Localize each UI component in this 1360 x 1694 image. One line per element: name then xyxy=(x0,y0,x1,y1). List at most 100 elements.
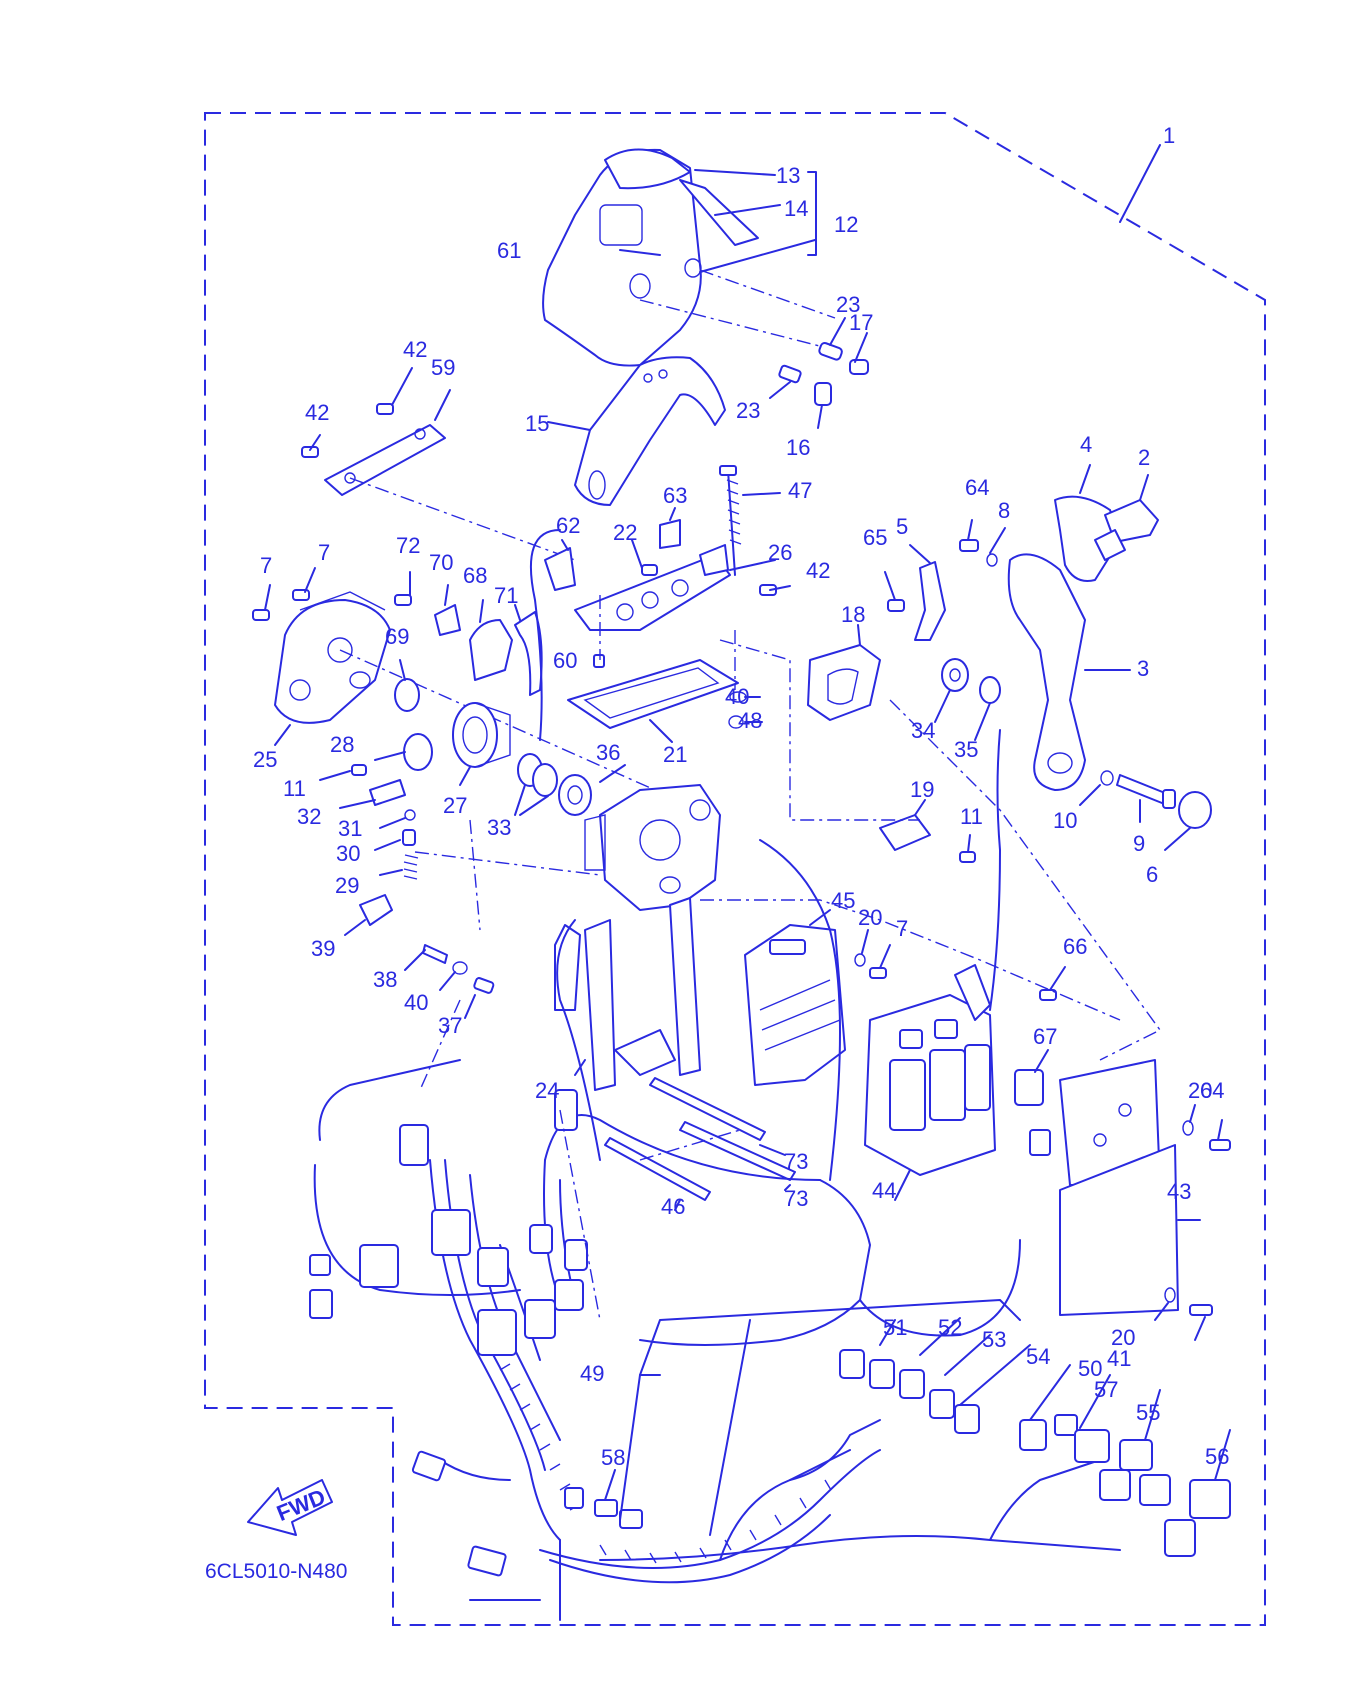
bracket-24 xyxy=(554,897,701,1091)
part-label: 69 xyxy=(385,624,409,649)
part-label: 33 xyxy=(487,815,511,840)
part-label: 59 xyxy=(431,355,455,380)
part-label: 3 xyxy=(1137,656,1149,681)
washer-35 xyxy=(979,676,1001,704)
washer-34 xyxy=(941,658,969,692)
screw-65 xyxy=(887,599,905,612)
part-label: 19 xyxy=(910,777,934,802)
cable-ties xyxy=(604,1077,796,1201)
part-label: 26 xyxy=(768,540,792,565)
screw-64 xyxy=(959,539,979,552)
part-label: 43 xyxy=(1167,1179,1191,1204)
part-label: 47 xyxy=(788,478,812,503)
part-label: 13 xyxy=(776,163,800,188)
control-lever xyxy=(1007,495,1159,791)
part-label: 5 xyxy=(896,514,908,539)
part-label: 56 xyxy=(1205,1444,1229,1469)
part-label: 51 xyxy=(883,1315,907,1340)
part-label: 60 xyxy=(553,648,577,673)
part-label: 9 xyxy=(1133,831,1145,856)
part-label: 10 xyxy=(1053,808,1077,833)
part-label: 64 xyxy=(965,475,989,500)
part-label: 70 xyxy=(429,550,453,575)
diagram-code: 6CL5010-N480 xyxy=(205,1560,347,1583)
part-label: 16 xyxy=(786,435,810,460)
gasket-21 xyxy=(567,659,739,729)
part-label: 73 xyxy=(784,1186,808,1211)
reference-lines xyxy=(419,595,1162,1321)
main-housing xyxy=(584,784,721,911)
part-label: 34 xyxy=(911,718,935,743)
washer-10 xyxy=(1100,770,1114,786)
part-label: 58 xyxy=(601,1445,625,1470)
switch-18 xyxy=(807,644,881,721)
part-label: 15 xyxy=(525,411,549,436)
bolt-47 xyxy=(719,465,742,576)
fwd-arrow-icon: FWD xyxy=(247,1479,333,1536)
part-label: 65 xyxy=(863,525,887,550)
part-5 xyxy=(914,561,946,641)
plate-43 xyxy=(1059,1059,1179,1316)
part-label: 40 xyxy=(725,684,749,709)
harness-connectors xyxy=(309,1089,1231,1577)
part-label: 30 xyxy=(336,841,360,866)
bracket-66-67 xyxy=(954,964,1057,1156)
washer-8 xyxy=(986,553,998,567)
part-label: 17 xyxy=(849,310,873,335)
screw-7 xyxy=(869,967,887,979)
part-label: 66 xyxy=(1063,934,1087,959)
part-label: 31 xyxy=(338,816,362,841)
relay-block-44 xyxy=(864,994,996,1176)
part-label: 12 xyxy=(834,212,858,237)
part-label: 37 xyxy=(438,1013,462,1038)
part-label: 20 xyxy=(858,905,882,930)
part-label: 68 xyxy=(463,563,487,588)
nut-48 xyxy=(728,715,744,729)
plate-59 xyxy=(301,403,446,496)
part-label: 11 xyxy=(283,776,306,801)
harness-tubing xyxy=(479,1323,832,1564)
part-label: 63 xyxy=(663,483,687,508)
bolt-9 xyxy=(1116,774,1176,809)
part-label: 71 xyxy=(494,583,518,608)
part-label: 42 xyxy=(305,400,329,425)
bracket-19 xyxy=(879,814,976,863)
bolt-group-top xyxy=(778,342,869,406)
part-label: 52 xyxy=(938,1315,962,1340)
control-housing xyxy=(252,589,391,724)
switch-mount xyxy=(544,519,777,631)
top-cover xyxy=(542,148,836,367)
part-callouts: 1 2 3 4 5 6 7 7 7 8 9 10 11 11 12 13 14 … xyxy=(253,123,1229,1470)
part-label: 35 xyxy=(954,737,978,762)
screw-60 xyxy=(593,654,605,668)
part-label: 32 xyxy=(297,804,321,829)
part-label: 2 xyxy=(1138,445,1150,470)
part-label: 1 xyxy=(1163,123,1175,148)
part-label: 64 xyxy=(1200,1078,1224,1103)
part-label: 49 xyxy=(580,1361,604,1386)
part-label: 25 xyxy=(253,747,277,772)
part-label: 20 xyxy=(1111,1325,1135,1350)
small-parts-left xyxy=(351,764,495,994)
washer-20 xyxy=(854,953,866,967)
part-label: 53 xyxy=(982,1327,1006,1352)
part-label: 23 xyxy=(736,398,760,423)
part-label: 22 xyxy=(613,520,637,545)
part-label: 73 xyxy=(784,1149,808,1174)
cap-6 xyxy=(1178,791,1212,829)
part-label: 24 xyxy=(535,1078,559,1103)
part-label: 44 xyxy=(872,1178,896,1203)
part-label: 21 xyxy=(663,742,687,767)
part-label: 55 xyxy=(1136,1400,1160,1425)
part-label: 18 xyxy=(841,602,865,627)
lever-bracket xyxy=(574,356,726,506)
module-45 xyxy=(744,924,846,1086)
part-label: 46 xyxy=(661,1194,685,1219)
part-label: 7 xyxy=(318,540,330,565)
part-label: 36 xyxy=(596,740,620,765)
part-label: 28 xyxy=(330,732,354,757)
part-label: 11 xyxy=(960,804,983,829)
part-label: 41 xyxy=(1107,1346,1131,1371)
part-label: 14 xyxy=(784,196,808,221)
